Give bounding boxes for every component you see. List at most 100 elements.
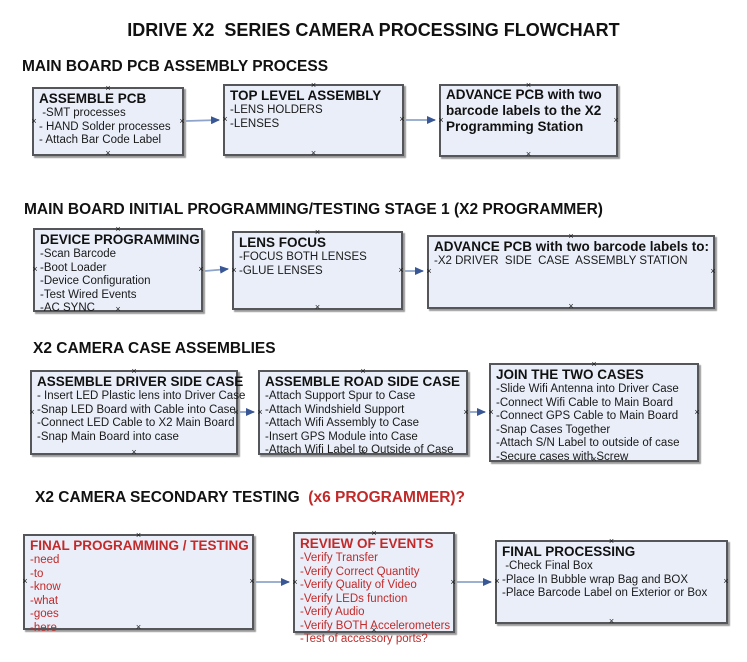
box-items: -Verify Transfer-Verify Correct Quantity… xyxy=(300,552,451,647)
box-title: ASSEMBLE ROAD SIDE CASE xyxy=(265,374,461,389)
box-items: -Attach Support Spur to Case-Attach Wind… xyxy=(265,390,461,458)
box-item: -LENS HOLDERS xyxy=(230,104,323,116)
box-item: -Place In Bubble wrap Bag and BOX xyxy=(502,573,689,586)
box-item: -X2 DRIVER SIDE CASE ASSEMBLY STATION xyxy=(434,255,688,267)
box-items: -LENS HOLDERS-LENSES xyxy=(230,104,397,131)
box-item: - Attach Bar Code Label xyxy=(39,134,162,146)
box-item: -to xyxy=(30,567,44,580)
section-header-black-part: X2 CAMERA SECONDARY TESTING xyxy=(35,489,309,506)
connection-handle-icon: × xyxy=(608,616,615,627)
section-header-case-assemblies: X2 CAMERA CASE ASSEMBLIES xyxy=(33,340,276,357)
box-item: -Connect GPS Cable to Main Board xyxy=(496,410,679,422)
page-title: IDRIVE X2 SERIES CAMERA PROCESSING FLOWC… xyxy=(127,20,620,40)
connection-handle-icon: × xyxy=(29,406,35,417)
box-item: -Snap LED Board with Cable into Case xyxy=(37,403,236,416)
section-header-secondary-testing: X2 CAMERA SECONDARY TESTING (x6 PROGRAMM… xyxy=(35,489,465,507)
box-items: -FOCUS BOTH LENSES-GLUE LENSES xyxy=(239,251,396,278)
connection-handle-icon: × xyxy=(105,148,111,159)
box-item: -Attach Support Spur to Case xyxy=(265,390,416,402)
connection-handle-icon: × xyxy=(222,114,228,125)
flow-box-assemble-road-side-case: ASSEMBLE ROAD SIDE CASE -Attach Support … xyxy=(257,367,469,458)
box-items: -SMT processes- HAND Solder processes- A… xyxy=(39,107,177,148)
flow-box-assemble-driver-side-case: ASSEMBLE DRIVER SIDE CASE - Insert LED P… xyxy=(29,367,246,458)
box-items: -X2 DRIVER SIDE CASE ASSEMBLY STATION xyxy=(434,255,708,269)
box-item: -AC SYNC xyxy=(40,302,95,314)
connection-handle-icon: × xyxy=(31,115,37,126)
box-item: -Connect LED Cable to X2 Main Board xyxy=(37,417,235,429)
section-header-pcb-assembly: MAIN BOARD PCB ASSEMBLY PROCESS xyxy=(22,58,329,75)
flow-box-assemble-pcb: ASSEMBLE PCB -SMT processes- HAND Solder… xyxy=(31,84,185,159)
connection-handle-icon: × xyxy=(399,114,405,125)
box-item: -FOCUS BOTH LENSES xyxy=(239,251,367,263)
box-title: ADVANCE PCB with two barcode labels to: xyxy=(434,239,710,254)
connection-handle-icon: × xyxy=(198,264,204,275)
flow-box-top-level-assembly: TOP LEVEL ASSEMBLY -LENS HOLDERS-LENSES … xyxy=(222,81,405,159)
connector-arrow xyxy=(185,116,220,125)
box-item: -here xyxy=(30,621,57,634)
connection-handle-icon: × xyxy=(131,447,137,458)
box-title: REVIEW OF EVENTS xyxy=(300,536,434,551)
box-item: - HAND Solder processes xyxy=(39,120,171,133)
box-title: LENS FOCUS xyxy=(239,235,327,250)
box-item: -goes xyxy=(30,608,59,620)
box-items: -Scan Barcode-Boot Loader-Device Configu… xyxy=(40,248,196,316)
connection-handle-icon: × xyxy=(257,406,263,417)
box-title: DEVICE PROGRAMMING xyxy=(40,232,200,247)
connection-handle-icon: × xyxy=(22,576,28,587)
connection-handle-icon: × xyxy=(694,406,700,417)
section-header-initial-programming: MAIN BOARD INITIAL PROGRAMMING/TESTING S… xyxy=(24,201,603,218)
box-item: - Insert LED Plastic lens into Driver Ca… xyxy=(37,390,246,402)
box-title: FINAL PROCESSING xyxy=(502,544,636,559)
box-item: -Scan Barcode xyxy=(40,248,117,260)
section-header-red-part: (x6 PROGRAMMER)? xyxy=(308,489,466,506)
box-item: -Attach Windshield Support xyxy=(265,403,405,416)
box-item: -what xyxy=(30,594,59,607)
connection-handle-icon: × xyxy=(292,576,298,587)
flow-box-device-programming: DEVICE PROGRAMMING -Scan Barcode-Boot Lo… xyxy=(32,225,204,314)
connection-handle-icon: × xyxy=(613,114,619,125)
connection-handle-icon: × xyxy=(488,406,494,417)
connection-handle-icon: × xyxy=(310,148,317,159)
box-item: -Attach S/N Label to outside of case xyxy=(496,437,680,449)
box-title: TOP LEVEL ASSEMBLY xyxy=(230,88,382,103)
box-item: -Snap Main Board into case xyxy=(37,430,179,443)
connection-handle-icon: × xyxy=(32,264,38,275)
connector-arrow xyxy=(204,265,229,274)
box-item: -Connect Wifi Cable to Main Board xyxy=(496,396,674,409)
connection-handle-icon: × xyxy=(249,576,255,587)
box-item: -Verify Audio xyxy=(300,606,365,618)
connection-handle-icon: × xyxy=(710,266,716,277)
connection-handle-icon: × xyxy=(398,264,404,275)
connection-handle-icon: × xyxy=(494,576,500,587)
box-item: -Place Barcode Label on Exterior or Box xyxy=(502,587,708,599)
box-title: ASSEMBLE DRIVER SIDE CASE xyxy=(37,374,244,389)
connection-handle-icon: × xyxy=(426,266,432,277)
box-item: -Slide Wifi Antenna into Driver Case xyxy=(496,383,679,395)
connection-handle-icon: × xyxy=(568,301,574,312)
connection-handle-icon: × xyxy=(179,115,185,126)
box-item: -Boot Loader xyxy=(40,261,107,274)
flow-box-final-programming-testing: FINAL PROGRAMMING / TESTING -need-to-kno… xyxy=(22,531,255,634)
box-item: -Verify BOTH Accelerometers xyxy=(300,619,451,632)
box-item: -Attach Wifi Assembly to Case xyxy=(265,417,420,429)
box-item: -Test of accessory ports? xyxy=(300,633,428,645)
box-item: -need xyxy=(30,554,60,566)
box-item: -GLUE LENSES xyxy=(239,264,323,277)
box-item: -Verify Correct Quantity xyxy=(300,565,420,578)
flow-box-join-the-two-cases: JOIN THE TWO CASES -Slide Wifi Antenna i… xyxy=(488,360,700,464)
box-title: FINAL PROGRAMMING / TESTING xyxy=(30,538,249,553)
box-item: -Device Configuration xyxy=(40,275,151,287)
connection-handle-icon: × xyxy=(438,114,444,125)
box-item: -Verify LEDs function xyxy=(300,592,408,605)
box-title: ADVANCE PCB with two barcode labels to t… xyxy=(446,87,602,134)
box-item: -Verify Quality of Video xyxy=(300,579,417,591)
box-item: -Check Final Box xyxy=(502,560,593,572)
connection-handle-icon: × xyxy=(463,406,469,417)
box-item: -Insert GPS Module into Case xyxy=(265,430,418,443)
box-item: -Attach Wifi Label to Outside of Case xyxy=(265,444,454,456)
box-title: ASSEMBLE PCB xyxy=(39,91,147,106)
box-item: -SMT processes xyxy=(39,107,126,119)
box-item: -Test Wired Events xyxy=(40,288,137,301)
connection-handle-icon: × xyxy=(450,576,456,587)
